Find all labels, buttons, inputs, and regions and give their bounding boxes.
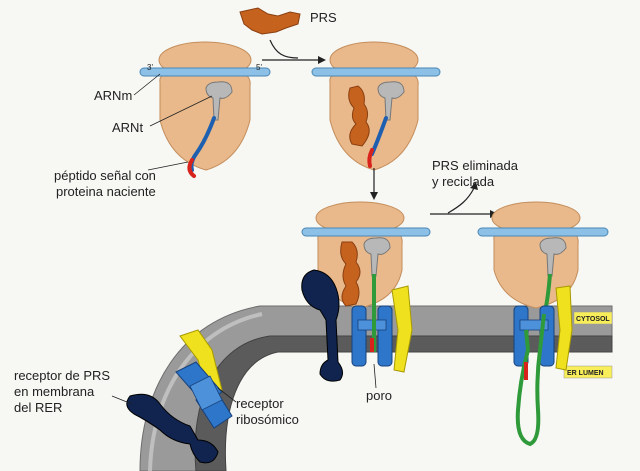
prs-receptor-leader [111,395,133,405]
srp-free-particle [239,7,301,35]
ribosome-3 [301,201,431,313]
arnm-label: ARNm [94,88,132,103]
ribo-receptor-line2: ribosómico [236,412,299,427]
poro-label: poro [366,388,392,403]
ribosome-receptor-4 [555,285,573,371]
prs-removed-line2: y reciclada [432,174,495,189]
ribosome-receptor-3 [391,285,413,373]
prs-arrow [269,39,299,59]
ribosome-2 [311,41,441,171]
cytosol-label: CYTOSOL [576,316,610,323]
peptide-label-line2: proteina naciente [56,184,156,199]
prs-release-arrowhead [470,182,478,190]
translocated-protein [515,313,546,447]
arnm-leader [133,73,161,96]
srp-receptor-left [126,393,219,464]
ribosome-4 [477,201,609,317]
peptide-label-line1: péptido señal con [54,168,156,183]
step2-arrowhead [370,192,378,200]
srp-receptor-membrane [301,269,344,382]
mrna-3-label: 3' [147,63,153,72]
ribo-receptor-line1: receptor [236,396,284,411]
prs-receptor-line3: del RER [14,400,62,415]
er-lumen-label: ER LUMEN [567,370,604,377]
ribo-receptor-leader [217,387,237,403]
pore-left [175,361,233,429]
er-lumen-tag: ER LUMEN [563,365,613,379]
ribosome-1 [139,41,271,178]
arnt-leader [149,95,213,127]
prs-release-arrow [447,187,475,214]
peptide-leader [147,161,189,171]
cytosol-tag: CYTOSOL [573,311,613,325]
prs-receptor-line2: en membrana [14,384,95,399]
step1-arrowhead [318,56,326,64]
prs-receptor-line1: receptor de PRS [14,368,110,383]
pore-3 [351,305,393,367]
prs-label: PRS [310,10,337,25]
poro-leader [373,363,377,389]
mrna-5-label: 5' [256,63,262,72]
arnt-label: ARNt [112,120,143,135]
prs-removed-line1: PRS eliminada [432,158,519,173]
